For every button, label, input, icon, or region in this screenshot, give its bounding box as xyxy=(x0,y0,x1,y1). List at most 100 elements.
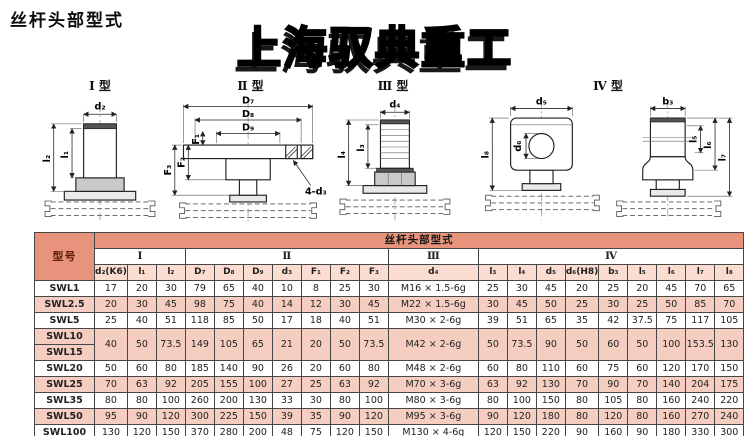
value-cell: 18 xyxy=(300,312,331,329)
value-cell: 118 xyxy=(184,312,215,329)
diagram-type-4: Ⅳ 型 d₅ d₆ xyxy=(473,80,743,228)
value-cell: 130 xyxy=(242,392,273,409)
column-header: F₃ xyxy=(358,264,389,281)
column-header: l₅ xyxy=(627,264,658,281)
model-column-header: 型号 xyxy=(34,232,95,281)
value-cell: 370 xyxy=(184,424,215,436)
value-cell: 153.5 xyxy=(685,328,716,361)
value-cell: 20 xyxy=(94,296,128,313)
value-cell: 33 xyxy=(271,392,302,409)
value-cell: 90 xyxy=(598,376,629,393)
value-cell: 20 xyxy=(300,328,331,361)
dim-label: l₅ xyxy=(689,136,700,144)
value-cell: 117 xyxy=(685,312,716,329)
value-cell: 39 xyxy=(271,408,302,425)
dim-label: d₂ xyxy=(94,101,105,112)
value-cell: 30 xyxy=(506,280,537,297)
column-header: l₁ xyxy=(126,264,157,281)
value-cell: 270 xyxy=(685,408,716,425)
value-cell: 80 xyxy=(564,408,600,425)
value-cell: 12 xyxy=(300,296,331,313)
dim-label: l₁ xyxy=(60,151,71,159)
value-cell: 50 xyxy=(564,328,600,361)
value-cell: 130 xyxy=(535,376,566,393)
model-cell: SWL50 xyxy=(34,408,95,425)
dim-label: l₆ xyxy=(703,141,714,149)
value-cell: 45 xyxy=(506,296,537,313)
dim-label: l₈ xyxy=(480,151,491,159)
value-cell: 150 xyxy=(242,408,273,425)
value-cell: 40 xyxy=(126,312,157,329)
value-cell: 25 xyxy=(94,312,128,329)
value-cell: 90 xyxy=(627,424,658,436)
value-cell: 26 xyxy=(271,360,302,377)
value-cell: 50 xyxy=(329,328,360,361)
value-cell: 30 xyxy=(358,280,389,297)
diagram-4-drawing: d₅ d₆ l₈ xyxy=(480,97,733,221)
value-cell: 63 xyxy=(126,376,157,393)
table-header-band: 型号 丝杆头部型式 xyxy=(34,232,745,281)
value-cell: 40 xyxy=(242,296,273,313)
column-header: l₈ xyxy=(714,264,745,281)
value-cell: 90 xyxy=(242,360,273,377)
value-cell: 130 xyxy=(94,424,128,436)
value-cell: 155 xyxy=(213,376,244,393)
value-cell: 100 xyxy=(358,392,389,409)
value-cell: 110 xyxy=(535,360,566,377)
value-cell: 73.5 xyxy=(155,328,186,361)
value-cell: 60 xyxy=(564,360,600,377)
value-cell: 10 xyxy=(271,280,302,297)
model-cell: SWL5 xyxy=(34,312,95,329)
value-cell: 92 xyxy=(358,376,389,393)
value-cell: 8 xyxy=(300,280,331,297)
value-cell: 105 xyxy=(714,312,745,329)
value-cell: 80 xyxy=(627,392,658,409)
value-cell: 65 xyxy=(714,280,745,297)
value-cell: M42 × 2-6g xyxy=(387,328,479,361)
column-header: D₈ xyxy=(213,264,244,281)
value-cell: 90 xyxy=(535,328,566,361)
value-cell: 80 xyxy=(506,360,537,377)
model-cell: SWL10 xyxy=(34,328,95,345)
dim-label: b₃ xyxy=(662,97,673,108)
value-cell: 120 xyxy=(358,408,389,425)
value-cell: M30 × 2-6g xyxy=(387,312,479,329)
value-cell: 30 xyxy=(155,280,186,297)
table-row: SWL15 xyxy=(34,344,744,361)
value-cell: 80 xyxy=(155,360,186,377)
value-cell: 204 xyxy=(685,376,716,393)
model-cell: SWL35 xyxy=(34,392,95,409)
diagram-1-label: Ⅰ 型 xyxy=(89,79,111,93)
value-cell: 70 xyxy=(627,376,658,393)
value-cell: 45 xyxy=(656,280,687,297)
value-cell: 220 xyxy=(714,392,745,409)
diagram-type-3: Ⅲ 型 d₄ xyxy=(318,80,468,228)
model-cell: SWL20 xyxy=(34,360,95,377)
value-cell: 45 xyxy=(358,296,389,313)
value-cell: 63 xyxy=(477,376,508,393)
value-cell: 50 xyxy=(94,360,128,377)
dim-label: d₄ xyxy=(389,99,400,110)
value-cell: 90 xyxy=(329,408,360,425)
model-cell: SWL2.5 xyxy=(34,296,95,313)
value-cell: 140 xyxy=(656,376,687,393)
value-cell: 50 xyxy=(242,312,273,329)
value-cell: 150 xyxy=(155,424,186,436)
value-cell: M130 × 4-6g xyxy=(387,424,479,436)
value-cell: 70 xyxy=(94,376,128,393)
value-cell: 130 xyxy=(714,328,745,361)
value-cell: M80 × 3-6g xyxy=(387,392,479,409)
value-cell: 120 xyxy=(126,424,157,436)
value-cell: 25 xyxy=(564,296,600,313)
table-title-cell: 丝杆头部型式 xyxy=(93,232,745,249)
diagram-1-drawing: d₂ l₁ l₂ xyxy=(42,101,156,223)
value-cell: 60 xyxy=(627,360,658,377)
value-cell: 63 xyxy=(329,376,360,393)
column-header: F₂ xyxy=(329,264,360,281)
